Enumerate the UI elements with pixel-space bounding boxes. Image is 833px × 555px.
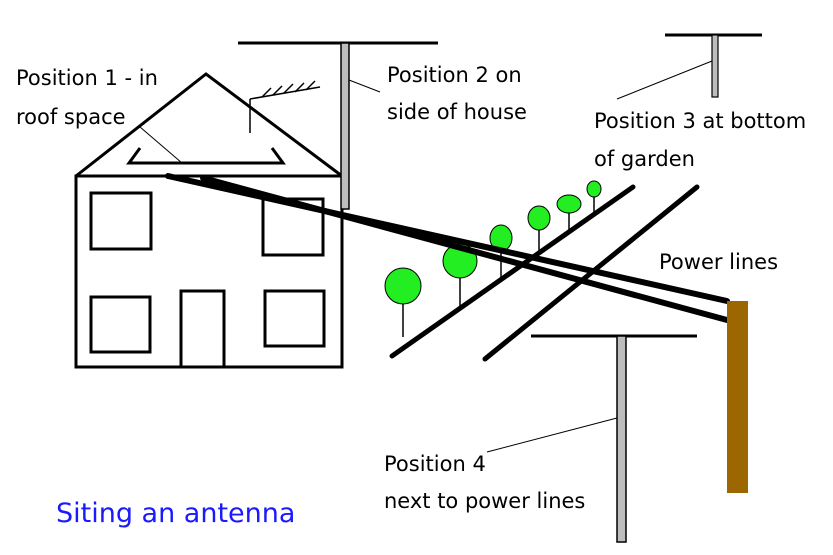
tree [556, 194, 582, 232]
position4-label-line2: next to power lines [384, 489, 585, 513]
garden-mast [665, 33, 762, 98]
door [179, 289, 226, 369]
leader-lines [139, 60, 713, 453]
position1-label-line2: roof space [16, 105, 126, 129]
tree [384, 267, 422, 337]
position3-label-line2: of garden [594, 147, 695, 171]
antenna-icon [249, 80, 321, 133]
side-of-house-mast [238, 41, 438, 210]
utility-pole [727, 301, 748, 493]
tree [527, 205, 551, 252]
window [263, 289, 326, 348]
diagram-title: Siting an antenna [56, 498, 295, 529]
house-roof [75, 72, 343, 178]
window [89, 295, 152, 354]
tree [586, 180, 602, 213]
position4-label-line1: Position 4 [384, 452, 486, 476]
tree-row [384, 180, 602, 337]
window [89, 191, 153, 251]
power-cables [165, 173, 730, 323]
power-lines-label: Power lines [659, 250, 778, 274]
position2-label-line2: side of house [387, 100, 527, 124]
power-line-mast [531, 334, 697, 543]
position1-label-line1: Position 1 - in [16, 66, 158, 90]
position3-label-line1: Position 3 at bottom [594, 109, 806, 133]
position2-label-line1: Position 2 on [387, 63, 522, 87]
roof-space-antenna [126, 147, 286, 165]
